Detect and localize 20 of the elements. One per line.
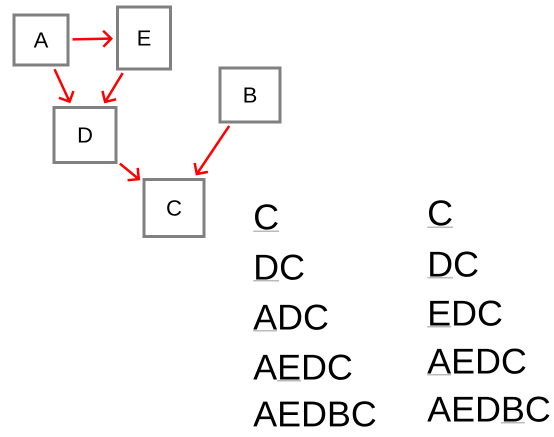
arrow <box>53 68 75 104</box>
arrow <box>72 30 113 48</box>
arrow <box>101 72 124 104</box>
sequence-text: AEDBC <box>253 401 376 427</box>
sequence-text: DC <box>427 251 478 278</box>
sequence-text: DC <box>253 254 304 282</box>
letter-box: B <box>218 66 282 124</box>
letter-box: C <box>142 178 206 238</box>
sequence-text: AEDBC <box>427 396 550 424</box>
sequence-text: AEDC <box>427 348 526 376</box>
arrow <box>193 125 230 176</box>
sequence-text: ADC <box>253 304 328 332</box>
letter-box: A <box>12 14 70 66</box>
sequence-text: EDC <box>427 300 502 328</box>
letter-box: D <box>52 106 118 164</box>
letter-box: E <box>116 6 172 70</box>
sequence-text: AEDC <box>253 354 352 382</box>
sequence-text: C <box>427 200 454 228</box>
arrow <box>119 162 140 182</box>
sequence-text: C <box>253 204 280 232</box>
